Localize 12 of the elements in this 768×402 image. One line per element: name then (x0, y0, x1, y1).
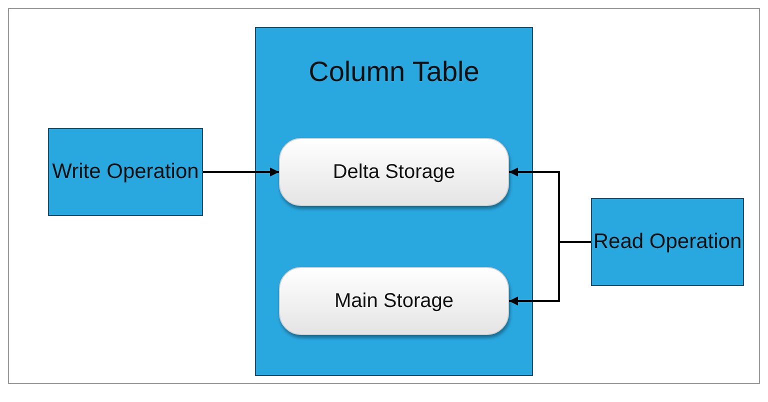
arrow (203, 168, 279, 176)
node-label: Delta Storage (332, 160, 456, 185)
process-box (48, 128, 203, 216)
node-label: Main Storage (334, 289, 454, 314)
arrow (509, 241, 591, 306)
node-label: Write Operation (52, 159, 199, 186)
process-box (591, 198, 744, 286)
container-box (255, 27, 533, 376)
node-label: Read Operation (593, 229, 742, 256)
storage-pill (279, 267, 509, 335)
storage-pill (279, 138, 509, 206)
container-title: Column Table (308, 55, 480, 89)
